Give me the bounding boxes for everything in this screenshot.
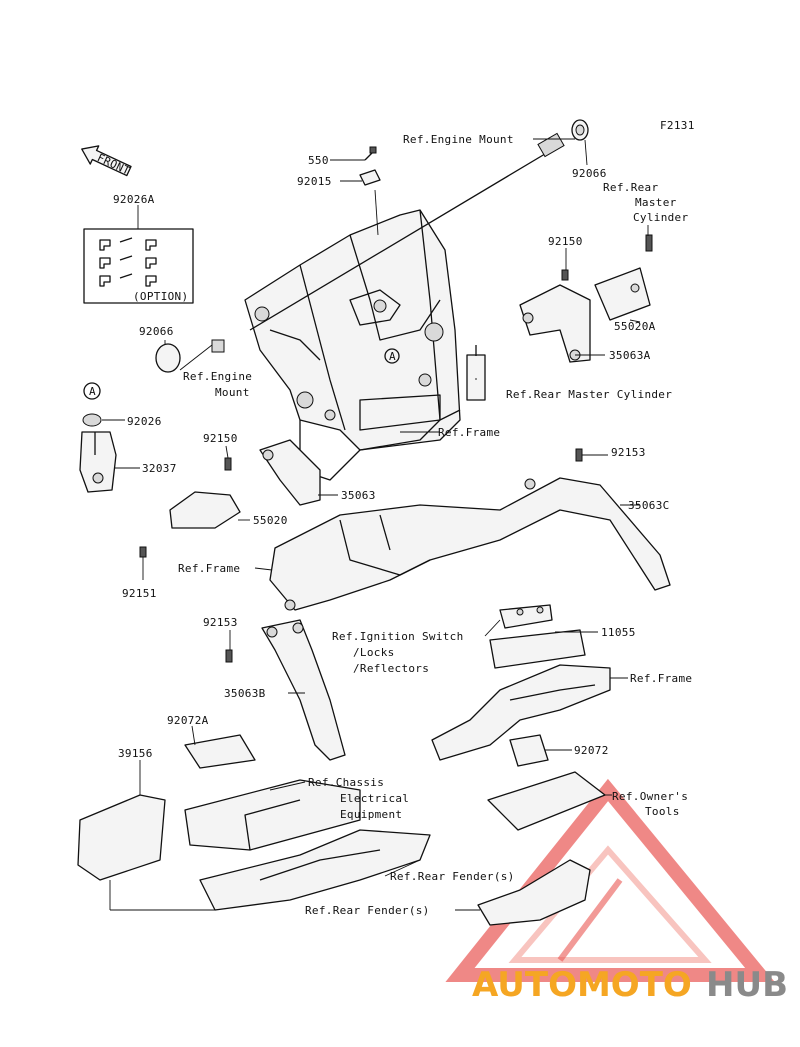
- label-ref-rear-mc-long: Ref.Rear Master Cylinder: [506, 388, 672, 401]
- bolt-92153-right: [575, 448, 583, 462]
- label-ref-ignition-2: /Locks: [353, 646, 395, 659]
- label-92015: 92015: [297, 175, 332, 188]
- label-92151: 92151: [122, 587, 157, 600]
- ref-circle-a-left: A: [83, 382, 101, 400]
- front-arrow: FRONT: [81, 145, 132, 178]
- label-ref-chassis-2: Electrical: [340, 792, 409, 805]
- label-39156: 39156: [118, 747, 153, 760]
- bracket-32037: [79, 431, 117, 493]
- label-35063A: 35063A: [609, 349, 651, 362]
- label-ref-owners-1: Ref.Owner's: [612, 790, 688, 803]
- rear-frame-section: [431, 664, 611, 761]
- label-ref-frame-right: Ref.Frame: [630, 672, 692, 685]
- bracket-55020A: [594, 267, 651, 321]
- arm-35063B: [261, 619, 346, 761]
- label-ref-frame-left: Ref.Frame: [178, 562, 240, 575]
- label-92153-right: 92153: [611, 446, 646, 459]
- cap-92066-left: [155, 343, 181, 373]
- option-box: (OPTION): [83, 228, 194, 304]
- label-92026A: 92026A: [113, 193, 155, 206]
- leader-lines: [102, 138, 649, 911]
- label-ref-owners-2: Tools: [645, 805, 680, 818]
- label-92066-left: 92066: [139, 325, 174, 338]
- rear-master-cylinder: [466, 345, 486, 401]
- strap-92072: [509, 734, 549, 767]
- nut-92015: [359, 169, 381, 186]
- collar-92026: [82, 413, 102, 427]
- cover-39156: [77, 794, 166, 881]
- label-ref-engine-mount-left-1: Ref.Engine: [183, 370, 252, 383]
- figure-code: F2131: [660, 119, 695, 132]
- label-35063B: 35063B: [224, 687, 266, 700]
- ref-circle-a-frame: A: [384, 348, 400, 364]
- bracket-55020: [169, 491, 241, 529]
- label-ref-rear-mc-3: Cylinder: [633, 211, 688, 224]
- label-ref-rear-fender-1: Ref.Rear Fender(s): [390, 870, 515, 883]
- battery-box: [184, 779, 361, 851]
- label-ref-rear-fender-2: Ref.Rear Fender(s): [305, 904, 430, 917]
- label-92153-left: 92153: [203, 616, 238, 629]
- label-ref-engine-mount-top: Ref.Engine Mount: [403, 133, 514, 146]
- bolt-92153-left: [225, 649, 233, 663]
- label-ref-chassis-1: Ref.Chassis: [308, 776, 384, 789]
- label-11055: 11055: [601, 626, 636, 639]
- label-ref-ignition-1: Ref.Ignition Switch: [332, 630, 464, 643]
- rear-fender-lower: [477, 859, 591, 926]
- bracket-35063: [259, 439, 321, 506]
- label-35063C: 35063C: [628, 499, 670, 512]
- option-label: (OPTION): [133, 290, 188, 303]
- label-92150-left: 92150: [203, 432, 238, 445]
- bolt-92151: [139, 546, 147, 558]
- label-550: 550: [308, 154, 329, 167]
- label-ref-rear-mc-2: Master: [635, 196, 677, 209]
- bolt-550: [364, 146, 377, 161]
- bracket-11055: [489, 604, 586, 669]
- label-ref-frame-mid: Ref.Frame: [438, 426, 500, 439]
- subframe-35063C: [269, 477, 671, 611]
- label-92150-right: 92150: [548, 235, 583, 248]
- label-92072A: 92072A: [167, 714, 209, 727]
- label-92026: 92026: [127, 415, 162, 428]
- bolt-92150-left: [224, 457, 232, 471]
- watermark-part2: HUB: [706, 965, 788, 1005]
- label-ref-chassis-3: Equipment: [340, 808, 402, 821]
- label-92066-top: 92066: [572, 167, 607, 180]
- front-label: FRONT: [95, 151, 132, 177]
- label-35063: 35063: [341, 489, 376, 502]
- svg-text:A: A: [89, 385, 96, 398]
- label-ref-engine-mount-left-2: Mount: [215, 386, 250, 399]
- bolt-rear-master: [645, 234, 653, 252]
- main-frame: [244, 209, 461, 481]
- label-ref-rear-mc-1: Ref.Rear: [603, 181, 658, 194]
- svg-text:A: A: [389, 350, 396, 363]
- label-55020A: 55020A: [614, 320, 656, 333]
- label-92072: 92072: [574, 744, 609, 757]
- strap-92072A: [184, 734, 256, 769]
- callout-labels: Ref.Engine Mount 92066 Ref.Rear Master C…: [113, 133, 692, 917]
- watermark-text: AUTOMOTO HUB: [472, 965, 788, 1005]
- bracket-35063A: [519, 284, 591, 363]
- label-32037: 32037: [142, 462, 177, 475]
- nut-left: [211, 339, 225, 353]
- cap-92066-top: [571, 119, 589, 141]
- label-55020: 55020: [253, 514, 288, 527]
- watermark-part1: AUTOMOTO: [472, 965, 692, 1005]
- label-ref-ignition-3: /Reflectors: [353, 662, 429, 675]
- bolt-92150-right: [561, 269, 569, 281]
